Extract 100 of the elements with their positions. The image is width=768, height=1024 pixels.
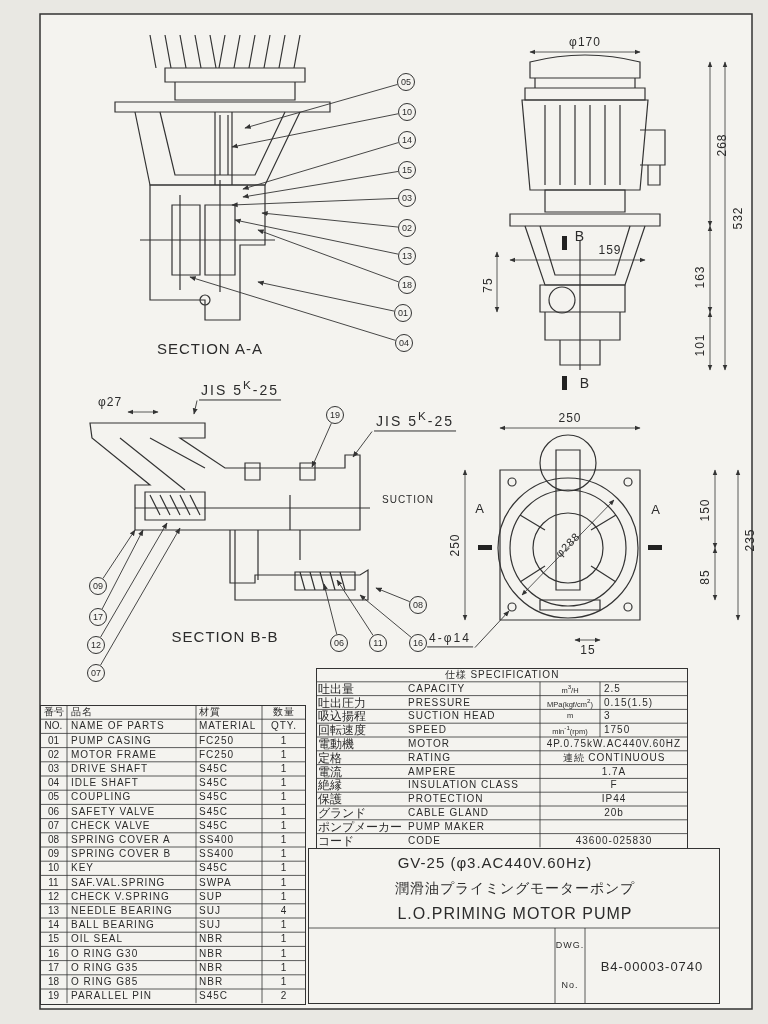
spec-value: 43600-025830 <box>575 835 653 846</box>
product-title: 潤滑油プライミングモーターポンプ <box>395 881 635 895</box>
quantity-text: 1 <box>280 849 288 860</box>
material-text: S45C <box>199 991 228 1002</box>
part-number: 17 <box>47 962 60 973</box>
part-name: PUMP CASING <box>71 735 152 746</box>
spec-value: 2.5 <box>604 683 621 694</box>
spec-label: ポンプメーカー <box>318 820 402 833</box>
quantity-text: 1 <box>280 920 288 931</box>
part-number: 19 <box>47 991 60 1002</box>
part-name: CHECK VALVE <box>71 820 151 831</box>
part-name: BALL BEARING <box>71 920 155 931</box>
quantity-text: 1 <box>280 792 288 803</box>
part-number: 13 <box>47 905 60 916</box>
spec-label: SUCTION HEAD <box>408 711 496 722</box>
material-text: SUP <box>199 891 223 902</box>
spec-label: 吐出量 <box>318 682 354 695</box>
section-letter: A <box>651 502 661 516</box>
part-number: 06 <box>47 806 60 817</box>
spec-label: CODE <box>408 835 441 846</box>
header-text: QTY. <box>271 721 297 732</box>
spec-value: 1.7A <box>601 766 627 777</box>
quantity-text: 4 <box>280 905 288 916</box>
part-number: 18 <box>47 976 60 987</box>
dimension-text: φ27 <box>97 396 123 408</box>
section-letter: B <box>579 376 591 390</box>
part-name: SPRING COVER A <box>71 834 171 845</box>
quantity-text: 1 <box>280 806 288 817</box>
part-name: DRIVE SHAFT <box>71 763 149 774</box>
part-name: O RING G30 <box>71 948 139 959</box>
dimension-text: 250 <box>449 533 461 557</box>
part-number: 07 <box>47 820 60 831</box>
quantity-text: 1 <box>280 934 288 945</box>
part-name: SAF.VAL.SPRING <box>71 877 166 888</box>
quantity-text: 1 <box>280 735 288 746</box>
spec-value: F <box>610 780 618 791</box>
part-number: 16 <box>47 948 60 959</box>
spec-label: 吐出圧力 <box>318 696 366 709</box>
spec-label: INSULATION CLASS <box>408 780 519 791</box>
quantity-text: 1 <box>280 863 288 874</box>
spec-label: コード <box>318 834 354 847</box>
material-text: SWPA <box>199 877 232 888</box>
part-number: 03 <box>47 763 60 774</box>
dimension-text: 235 <box>744 528 756 552</box>
spec-value: 3 <box>604 711 611 722</box>
part-name: O RING G35 <box>71 962 139 973</box>
section-letter: B <box>574 229 586 243</box>
flow-text: SUCTION <box>382 495 434 505</box>
part-number: 08 <box>47 834 60 845</box>
spec-label: 吸込揚程 <box>318 710 366 723</box>
quantity-text: 1 <box>280 763 288 774</box>
material-text: NBR <box>199 948 224 959</box>
product-title: L.O.PRIMING MOTOR PUMP <box>397 906 633 922</box>
model-title: GV-25 (φ3.AC440V.60Hz) <box>397 854 593 870</box>
part-name: SAFETY VALVE <box>71 806 156 817</box>
spec-label: 電流 <box>318 765 342 778</box>
part-number: 02 <box>47 749 60 760</box>
quantity-text: 1 <box>280 778 288 789</box>
spec-label: 電動機 <box>318 737 354 750</box>
quantity-text: 1 <box>280 834 288 845</box>
spec-label: CABLE GLAND <box>408 807 490 818</box>
part-number: 14 <box>47 920 60 931</box>
spec-label: グランド <box>318 806 366 819</box>
part-number: 11 <box>48 877 59 888</box>
material-text: FC250 <box>199 735 234 746</box>
material-text: SS400 <box>199 849 235 860</box>
spec-label: CAPACITY <box>408 683 466 694</box>
part-number: 04 <box>47 778 60 789</box>
field-label: DWG. <box>555 940 585 950</box>
field-label: No. <box>561 980 579 990</box>
dimension-text: 75 <box>482 277 494 293</box>
material-text: S45C <box>199 806 228 817</box>
quantity-text: 1 <box>280 820 288 831</box>
material-text: SUJ <box>199 905 221 916</box>
section-letter: A <box>475 501 485 515</box>
spec-label: PUMP MAKER <box>408 821 486 832</box>
part-name: SPRING COVER B <box>71 849 172 860</box>
part-number: 05 <box>47 792 60 803</box>
material-text: SS400 <box>199 834 235 845</box>
spec-label: PRESSURE <box>408 697 471 708</box>
drawing-number: B4-00003-0740 <box>600 959 704 973</box>
spec-label: 保護 <box>318 793 342 806</box>
dimension-text: 250 <box>558 412 582 424</box>
dimension-text: 15 <box>580 644 596 656</box>
dimension-text: 101 <box>694 333 706 357</box>
material-text: S45C <box>199 778 228 789</box>
note-text: JIS 5$^{K}$-25 <box>374 410 456 432</box>
header-text: NO. <box>44 721 63 732</box>
part-name: O RING G85 <box>71 976 139 987</box>
material-text: S45C <box>199 763 228 774</box>
spec-value: 4P.0.75kW.AC440V.60HZ <box>546 738 682 749</box>
dimension-text: 150 <box>699 498 711 522</box>
part-name: MOTOR FRAME <box>71 749 157 760</box>
part-number: 12 <box>47 891 60 902</box>
dimension-text: 163 <box>694 265 706 289</box>
note-text: JIS 5$^{K}$-25 <box>199 379 281 401</box>
part-name: KEY <box>71 863 94 874</box>
quantity-text: 1 <box>280 948 288 959</box>
material-text: NBR <box>199 976 224 987</box>
part-name: CHECK V.SPRING <box>71 891 170 902</box>
